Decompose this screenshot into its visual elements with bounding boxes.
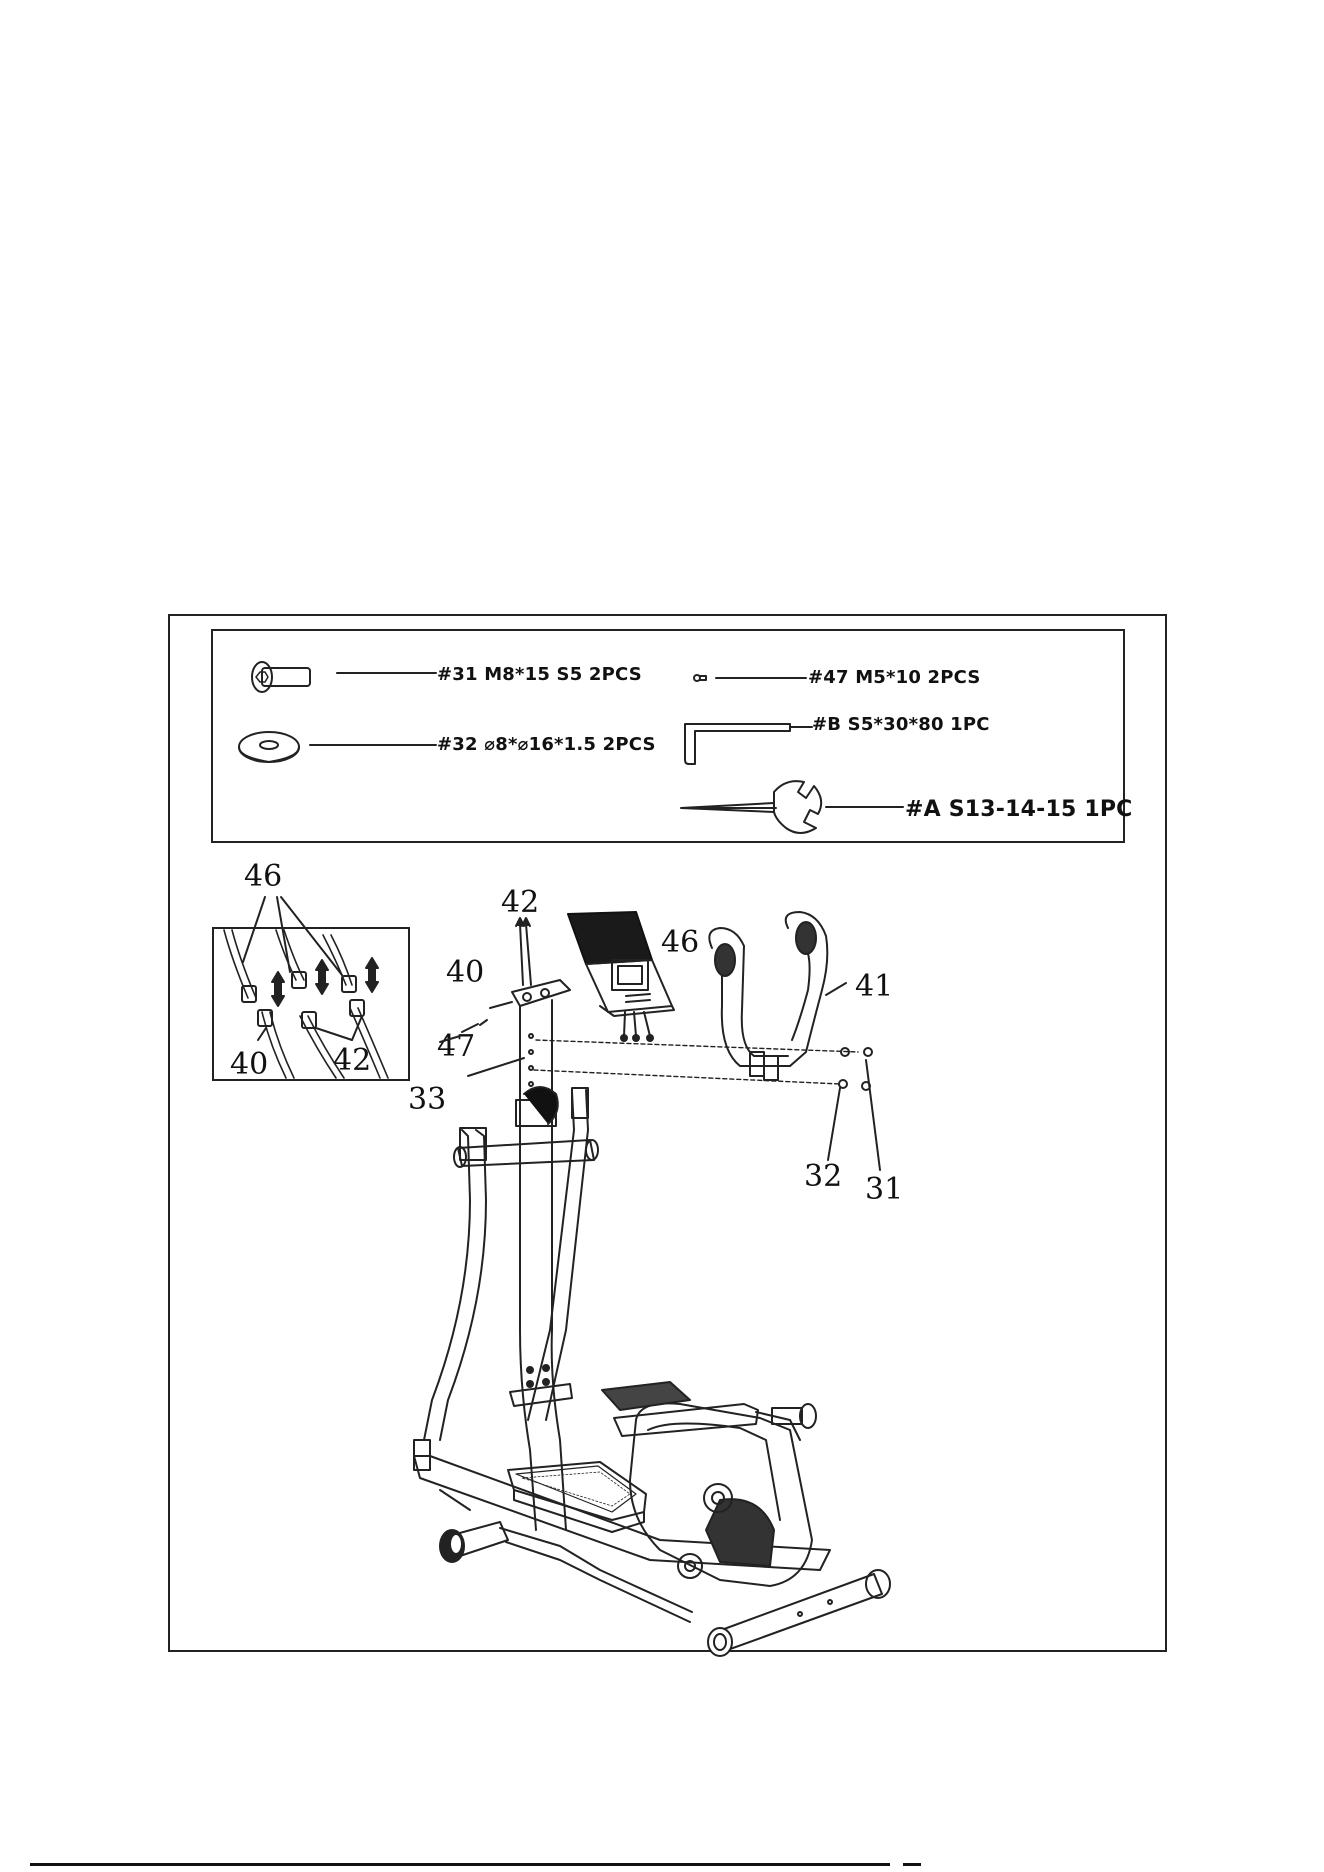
allen-key-icon	[685, 724, 790, 764]
bolt-31-icon	[252, 662, 310, 692]
inset-leader-40	[258, 1028, 266, 1040]
pedal	[508, 1462, 646, 1532]
footer-rule	[30, 1863, 890, 1866]
leader-47-main	[462, 1024, 478, 1032]
inset-arrow-lines	[243, 897, 342, 975]
handlebar-41	[709, 912, 846, 1080]
connectors	[242, 972, 364, 1028]
main-mast-33	[510, 1000, 572, 1530]
wrench-icon	[681, 781, 821, 833]
front-arms	[424, 1088, 598, 1440]
washers-bolts-hand	[828, 1048, 880, 1170]
monitor-console	[568, 912, 674, 1041]
washer-32-icon	[239, 732, 299, 762]
front-stabilizer	[708, 1570, 890, 1656]
console-bracket	[440, 980, 570, 1042]
screw-47-icon	[694, 675, 706, 681]
top-42-arrows	[516, 918, 531, 985]
rear-stabilizer	[440, 1522, 702, 1622]
inset-leader-42b	[352, 1016, 362, 1040]
flywheel-housing	[602, 1382, 816, 1586]
leader-33	[468, 1058, 524, 1076]
inset-leader-42a	[316, 1028, 352, 1040]
alignment-lines	[534, 1040, 858, 1084]
footer-tick	[903, 1863, 921, 1866]
